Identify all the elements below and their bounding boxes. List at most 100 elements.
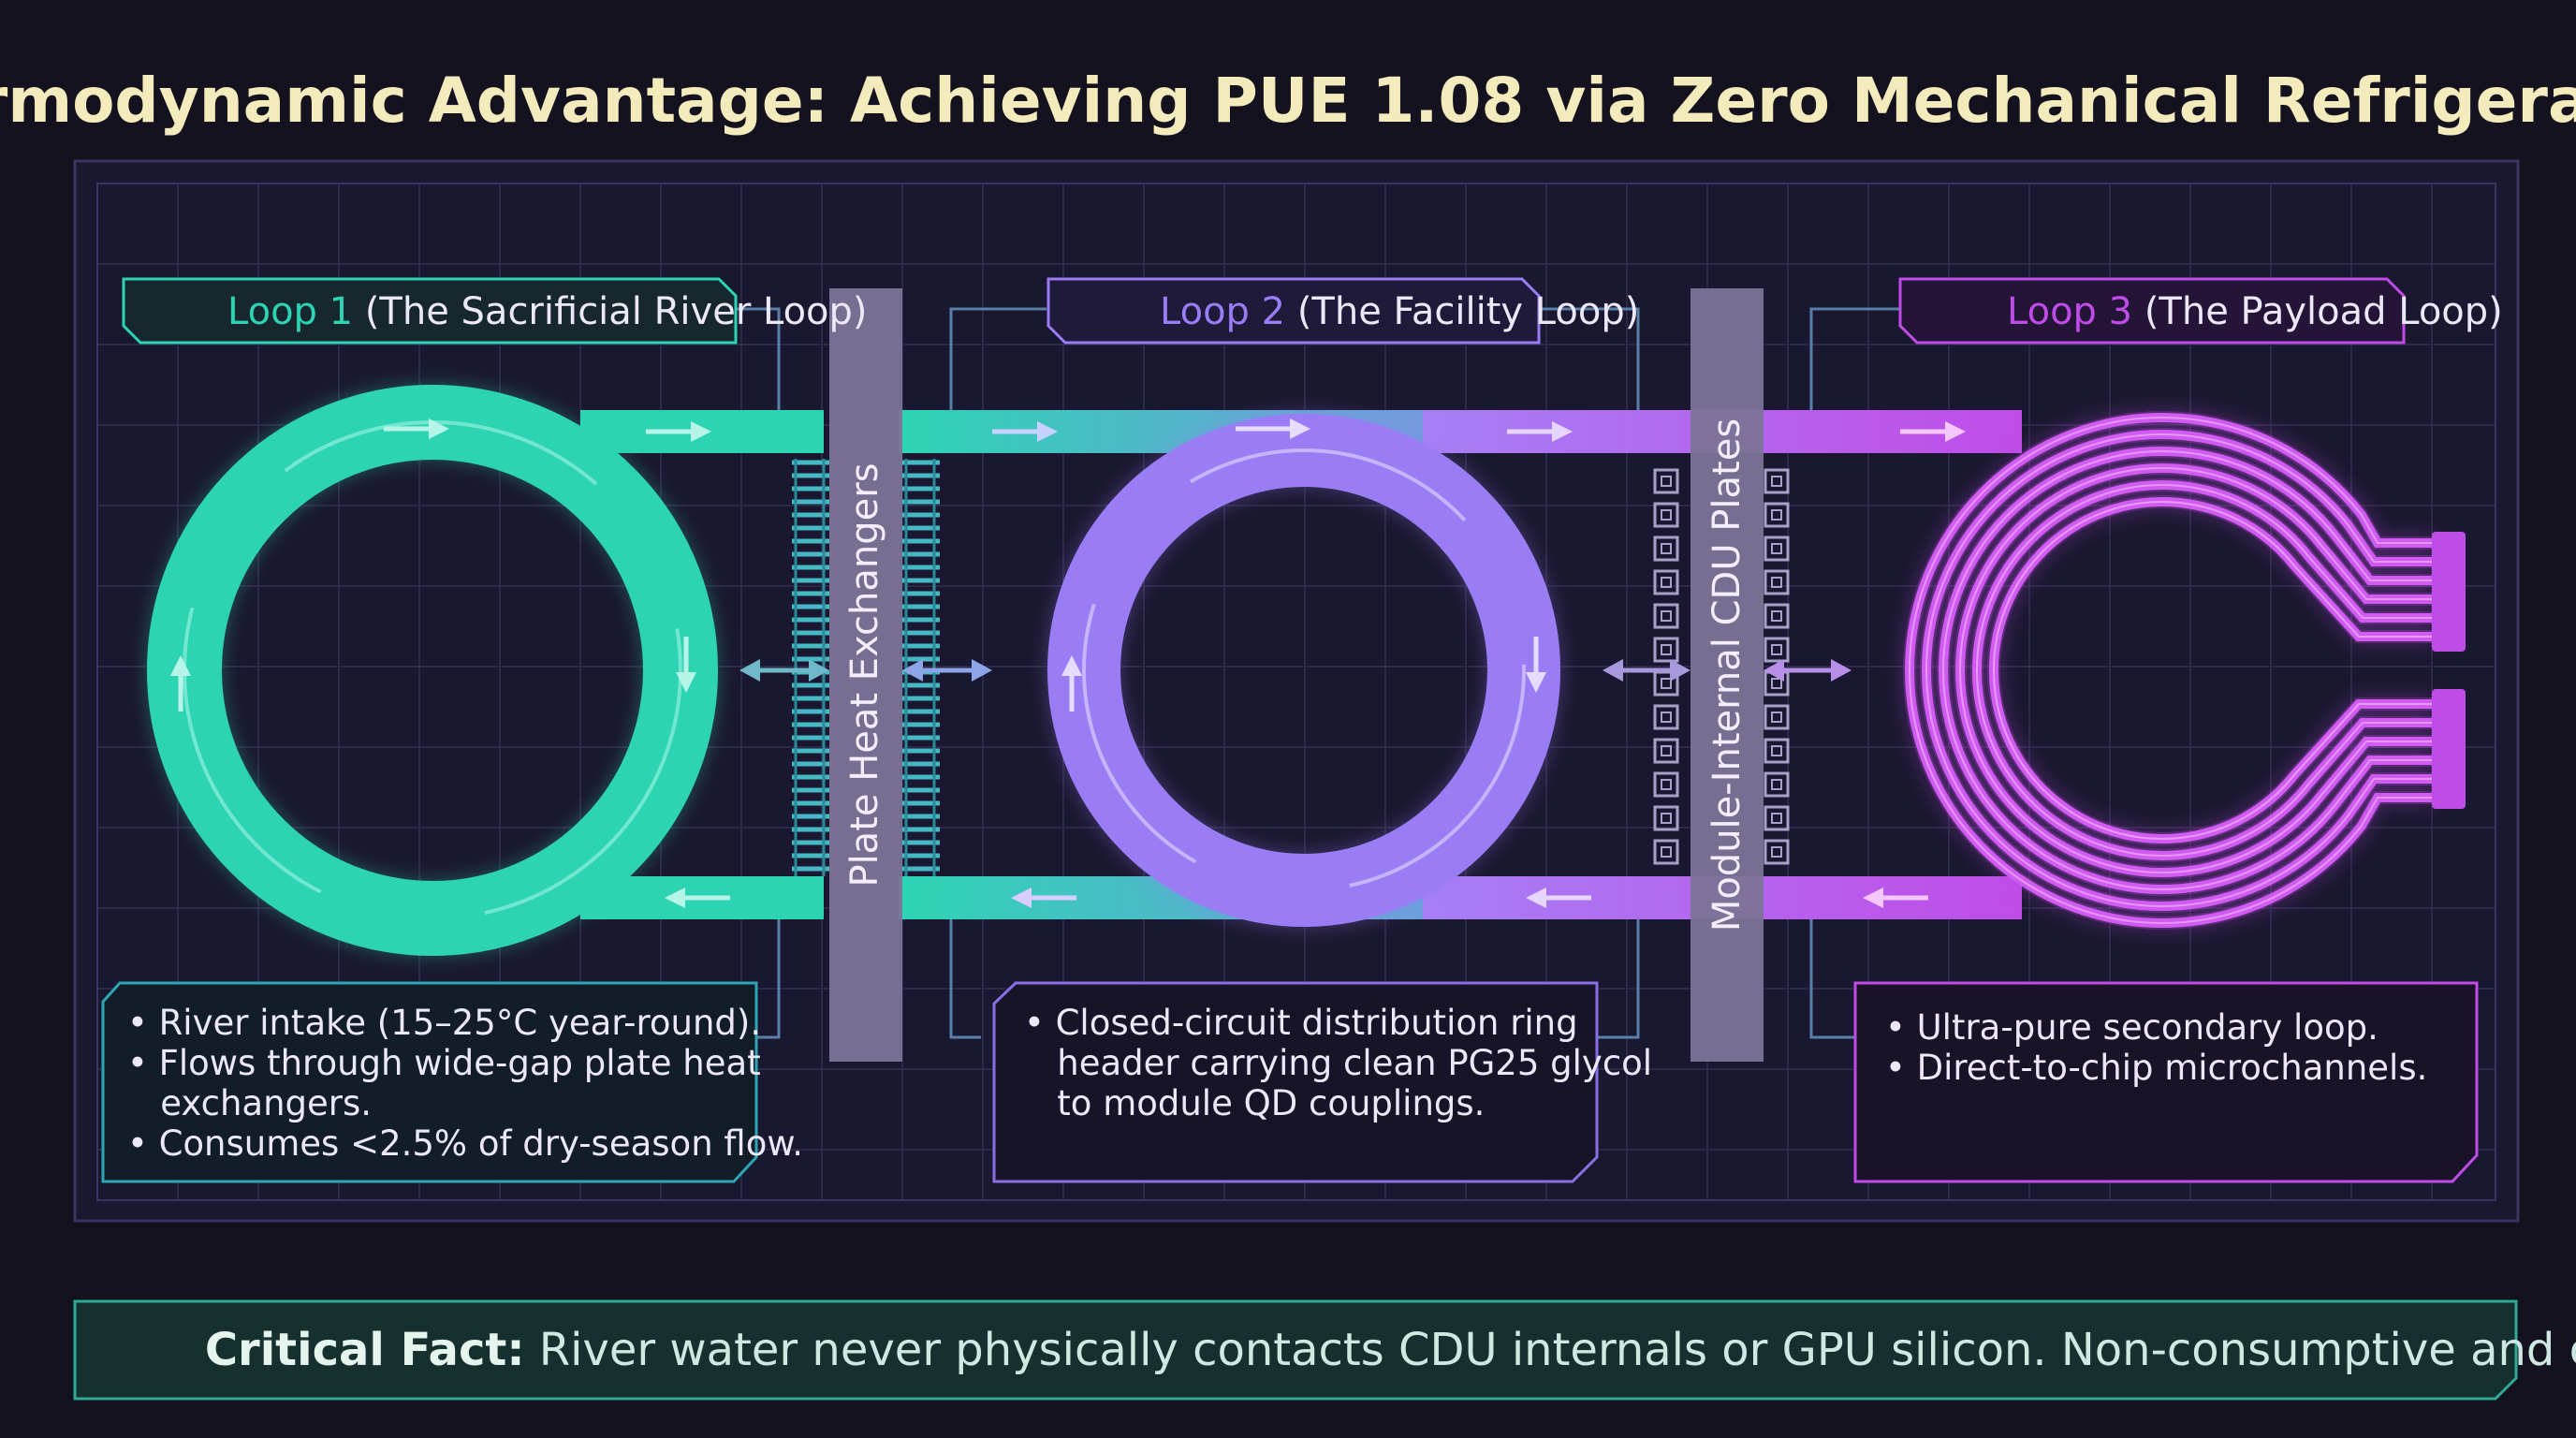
cdu-glyph-inner [1771, 509, 1782, 521]
microchannel-highlight [1975, 484, 2434, 857]
cdu-glyph-inner [1771, 476, 1782, 487]
flow-arrow-head [1552, 421, 1573, 442]
microchannel-highlight [1909, 417, 2434, 924]
loop1-label-prefix: Loop 1 [227, 290, 353, 333]
cdu-glyph-outer [1764, 805, 1790, 831]
cdu-glyph-outer [1653, 468, 1679, 494]
loop2-note-1: • Closed-circuit distribution ring [1024, 1003, 1578, 1043]
exchange-arrow-head [739, 659, 760, 682]
exchange-arrow-head [1670, 659, 1690, 682]
loop1-label-name: (The Sacrificial River Loop) [353, 290, 867, 333]
svg-text:• Ultra-pure secondary loop.: • Ultra-pure secondary loop. • Direct-to… [1885, 1007, 2427, 1088]
exchange-arrow-head [1764, 659, 1784, 682]
cdu-glyph-outer [1764, 839, 1790, 865]
cdu-glyph-outer [1764, 738, 1790, 764]
loop3-notes-box: • Ultra-pure secondary loop. • Direct-to… [1853, 981, 2479, 1183]
exchange-arrow-head [902, 659, 923, 682]
flow-arrow-head [1011, 888, 1032, 908]
loop2-ring [1047, 414, 1560, 927]
critical-fact-label: Critical Fact: [205, 1324, 525, 1376]
cdu-glyph-outer [1764, 468, 1790, 494]
flow-arrow-head [691, 421, 711, 442]
flow-arrows [170, 418, 1966, 908]
critical-fact-banner: Critical Fact: River water never physica… [73, 1299, 2576, 1401]
cdu-glyph-outer [1653, 805, 1679, 831]
cdu-glyph-inner [1771, 712, 1782, 723]
loop1-note-1: • River intake (15–25°C year-round). [127, 1003, 761, 1043]
cdu-glyph-inner [1771, 644, 1782, 655]
cdu-glyph-outer [1653, 704, 1679, 730]
loop3-note-1: • Ultra-pure secondary loop. [1885, 1007, 2378, 1048]
flow-arrow-head [170, 655, 191, 676]
svg-text:Loop 3 (The Payload Loop): Loop 3 (The Payload Loop) [1924, 290, 2562, 333]
loop2-note-3: to module QD couplings. [1024, 1083, 1485, 1123]
cdu-glyph-inner [1661, 509, 1672, 521]
cdu-glyph-outer [1764, 569, 1790, 595]
loop1-note-4: • Consumes <2.5% of dry-season flow. [127, 1123, 803, 1164]
loop3-label-name: (The Payload Loop) [2132, 290, 2503, 333]
cdu-glyph-outer [1764, 704, 1790, 730]
cdu-glyph-outer [1653, 839, 1679, 865]
critical-fact-text: River water never physically contacts CD… [525, 1324, 2576, 1376]
cdu-plates: Module-Internal CDU Plates [1690, 288, 1764, 1062]
cdu-glyph-outer [1764, 771, 1790, 798]
page-title: Thermodynamic Advantage: Achieving PUE 1… [0, 65, 2576, 137]
microchannel-highlight [1959, 467, 2434, 873]
flow-arrow-head [1061, 655, 1082, 676]
exchange-arrow-head [1831, 659, 1852, 682]
cdu-glyph-outer [1653, 536, 1679, 562]
exchange-arrow-head [809, 659, 829, 682]
cdu-glyph-outer [1764, 536, 1790, 562]
flow-arrow-head [1526, 888, 1546, 908]
flow-arrow-head [676, 672, 696, 693]
loop1-label-box: Loop 1 (The Sacrificial River Loop) [122, 277, 927, 345]
cdu-glyph-outer [1764, 603, 1790, 629]
callout-lines [736, 307, 1900, 1039]
svg-text:• River intake (15–25°C year-r: • River intake (15–25°C year-round). • F… [0, 0, 858, 1164]
cdu-glyph-inner [1661, 846, 1672, 858]
cdu-glyph-inner [1661, 476, 1672, 487]
loop2-notes-box: • Closed-circuit distribution ring heade… [992, 981, 1652, 1183]
cdu-glyph-outer [1653, 771, 1679, 798]
cdu-glyph-inner [1771, 813, 1782, 824]
cdu-glyph-outer [1653, 637, 1679, 663]
cdu-glyph-inner [1771, 678, 1782, 689]
cdu-glyph-outer [1653, 603, 1679, 629]
loop2-label-prefix: Loop 2 [1160, 290, 1285, 333]
loop2-note-2: header carrying clean PG25 glycol [1024, 1043, 1652, 1083]
cdu-glyph-inner [1661, 745, 1672, 756]
plate-heat-exchanger-fins [792, 459, 940, 876]
cdu-glyph-inner [1661, 543, 1672, 554]
microchannel-highlight [1992, 501, 2434, 840]
svg-text:Loop 1 (The Sacrificial River: Loop 1 (The Sacrificial River Loop) [144, 290, 927, 333]
cdu-glyph-inner [1661, 610, 1672, 622]
cdu-glyph-inner [1661, 813, 1672, 824]
flow-arrow-head [1526, 672, 1546, 693]
cdu-glyph-outer [1653, 738, 1679, 764]
loop1-notes-box: • River intake (15–25°C year-round). • F… [0, 0, 858, 1183]
loop2-label-name: (The Facility Loop) [1285, 290, 1639, 333]
cdu-glyph-inner [1771, 745, 1782, 756]
svg-text:• Closed-circuit distribution: • Closed-circuit distribution ring heade… [1024, 1003, 1652, 1123]
microchannel-highlight [1942, 450, 2434, 890]
cdu-glyph-inner [1771, 543, 1782, 554]
loop3-label-prefix: Loop 3 [2007, 290, 2132, 333]
cdu-plate-glyphs [1653, 468, 1790, 865]
loop3-microchannel-coils [1903, 411, 2434, 930]
svg-text:Critical Fact: River water nev: Critical Fact: River water never physica… [105, 1324, 2576, 1376]
svg-text:Loop 2 (The Facility Loop): Loop 2 (The Facility Loop) [1076, 290, 1699, 333]
cdu-glyph-inner [1771, 846, 1782, 858]
flow-arrow-head [1945, 421, 1966, 442]
cdu-glyph-inner [1661, 779, 1672, 790]
cdu-glyph-outer [1764, 502, 1790, 528]
cdu-glyph-outer [1653, 502, 1679, 528]
cdu-plates-label: Module-Internal CDU Plates [1705, 418, 1749, 932]
flow-arrow-head [665, 888, 685, 908]
cdu-glyph-inner [1771, 779, 1782, 790]
loop3-chip-connectors [2432, 532, 2466, 809]
flow-arrow-head [1290, 418, 1310, 439]
loop3-note-2: • Direct-to-chip microchannels. [1885, 1048, 2427, 1088]
loop1-note-3: exchangers. [127, 1083, 372, 1123]
flow-arrow-head [429, 418, 449, 439]
